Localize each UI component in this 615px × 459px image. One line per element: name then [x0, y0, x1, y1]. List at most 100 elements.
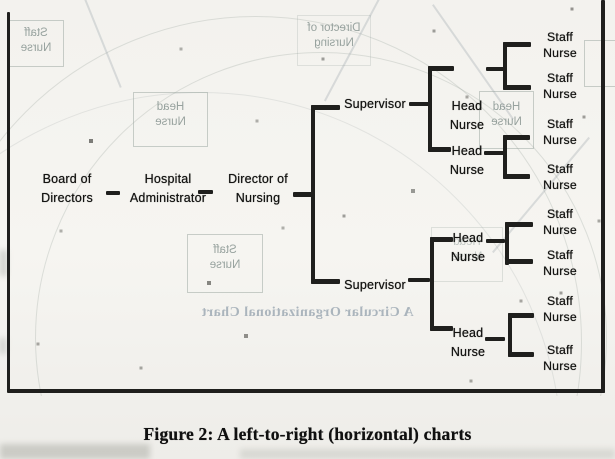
bracket-staff3-vertical	[505, 222, 509, 265]
connector-supervisor1-bracket	[409, 102, 429, 106]
node-head-nurse-1: Head Nurse	[444, 97, 490, 135]
node-staff-nurse-1: Staff Nurse	[531, 29, 589, 61]
ghost-text: Director of	[307, 22, 361, 34]
node-label-line: Supervisor	[344, 97, 406, 111]
bracket-heads2-arm-top	[430, 237, 453, 242]
node-label-line: Staff	[546, 343, 574, 357]
connector-admin-director	[198, 190, 213, 194]
bracket-heads2-vertical	[430, 237, 434, 331]
node-supervisor-1: Supervisor	[341, 95, 409, 114]
node-director-of-nursing: Director of Nursing	[220, 170, 296, 208]
node-label-line: Nurse	[449, 118, 485, 132]
node-label-line: Nurse	[449, 163, 485, 177]
figure-caption: Figure 2: A left-to-right (horizontal) c…	[143, 424, 472, 444]
connector-board-admin	[106, 191, 120, 195]
scan-speckles	[0, 0, 2, 2]
node-label-line: Head	[451, 99, 483, 113]
node-label-line: Nurse	[543, 359, 577, 373]
node-label-line: Staff	[546, 207, 574, 221]
node-label-line: Directors	[41, 191, 93, 205]
node-label-line: Nursing	[235, 191, 281, 205]
node-label-line: Staff	[546, 71, 574, 85]
node-label-line: Staff	[546, 162, 574, 176]
node-label-line: Hospital	[144, 172, 192, 186]
node-label-line: Director of	[228, 172, 288, 186]
bleed-through-staff-nurse-box: Staff Nurse	[8, 20, 64, 67]
bleed-through-staff-nurse-box: Staff Nurse	[187, 234, 263, 293]
ghost-text: Staff	[24, 27, 48, 39]
node-hospital-administrator: Hospital Administrator	[120, 170, 216, 208]
bracket-staff4-arm-bottom	[508, 352, 534, 357]
node-label-line: Head	[451, 144, 483, 158]
node-label-line: Staff	[546, 30, 574, 44]
node-board-of-directors: Board of Directors	[34, 170, 100, 208]
bracket-supervisors-arm-top	[311, 105, 340, 110]
figure-2-org-chart: Staff Nurse Head Nurse Director of Nursi…	[0, 0, 615, 396]
bracket-staff1-arm-top	[503, 42, 531, 47]
bracket-staff3-arm-top	[505, 222, 533, 227]
node-label-line: Supervisor	[344, 278, 406, 292]
ghost-text: Nurse	[155, 116, 186, 128]
node-supervisor-2: Supervisor	[341, 276, 409, 295]
node-staff-nurse-3: Staff Nurse	[531, 116, 589, 148]
node-label-line: Nurse	[543, 87, 577, 101]
connector-head4-staff	[485, 337, 505, 341]
ghost-text: Nursing	[314, 37, 354, 49]
ghost-text: Head	[156, 101, 185, 113]
node-staff-nurse-7: Staff Nurse	[531, 293, 589, 325]
ghost-text: Nurse	[209, 259, 241, 271]
figure-border-left	[7, 12, 10, 392]
connector-supervisor2-bracket	[408, 278, 430, 282]
connector-head2-staff	[484, 151, 504, 155]
bracket-supervisors-vertical	[311, 105, 315, 284]
ghost-text: Staff	[213, 244, 237, 256]
node-staff-nurse-8: Staff Nurse	[531, 342, 589, 374]
bracket-heads2-arm-bottom	[430, 326, 453, 331]
bracket-staff2-vertical	[503, 135, 507, 179]
scan-smudge	[0, 338, 6, 354]
bleed-through-head-nurse-box: Head Nurse	[133, 92, 208, 147]
node-label-line: Head	[452, 231, 484, 245]
node-label-line: Nurse	[543, 133, 577, 147]
bracket-staff4-vertical	[508, 313, 512, 357]
scan-smudge	[0, 250, 7, 276]
node-label-line: Nurse	[543, 310, 577, 324]
node-label-line: Nurse	[543, 264, 577, 278]
bracket-staff4-arm-top	[508, 313, 534, 318]
connector-head3-staff	[486, 239, 505, 243]
node-label-line: Board of	[42, 172, 92, 186]
node-label-line: Staff	[546, 294, 574, 308]
node-staff-nurse-2: Staff Nurse	[531, 70, 589, 102]
connector-director-bracket	[293, 192, 314, 197]
bracket-staff1-vertical	[503, 42, 507, 90]
node-label-line: Staff	[546, 248, 574, 262]
node-staff-nurse-4: Staff Nurse	[531, 161, 589, 193]
node-label-line: Head	[452, 326, 484, 340]
connector-head1-staff	[486, 67, 505, 71]
figure-border-right	[601, 0, 605, 393]
bracket-staff3-arm-bottom	[505, 259, 533, 264]
node-label-line: Nurse	[450, 250, 486, 264]
node-staff-nurse-6: Staff Nurse	[531, 247, 589, 279]
node-label-line: Nurse	[543, 46, 577, 60]
node-label-line: Nurse	[450, 345, 486, 359]
bleed-through-director-text: Director of Nursing	[297, 15, 371, 66]
bracket-heads1-arm-top	[428, 66, 454, 71]
bracket-staff2-arm-bottom	[503, 174, 530, 179]
bracket-heads1-arm-bottom	[428, 147, 451, 152]
ghost-text: Nurse	[20, 42, 52, 54]
bracket-supervisors-arm-bottom	[311, 279, 340, 284]
bleed-through-caption: A Circular Organizational Chart	[201, 305, 414, 320]
node-head-nurse-4: Head Nurse	[446, 324, 490, 362]
bracket-staff1-arm-bottom	[503, 85, 531, 90]
node-label-line: Administrator	[129, 191, 207, 205]
node-label-line: Staff	[546, 117, 574, 131]
node-label-line: Nurse	[543, 223, 577, 237]
node-label-line: Nurse	[543, 178, 577, 192]
figure-border-bottom	[7, 389, 605, 393]
bracket-staff2-arm-top	[503, 135, 530, 140]
scan-smudge	[240, 449, 615, 459]
node-head-nurse-2: Head Nurse	[444, 142, 490, 180]
bracket-heads1-vertical	[428, 66, 432, 152]
